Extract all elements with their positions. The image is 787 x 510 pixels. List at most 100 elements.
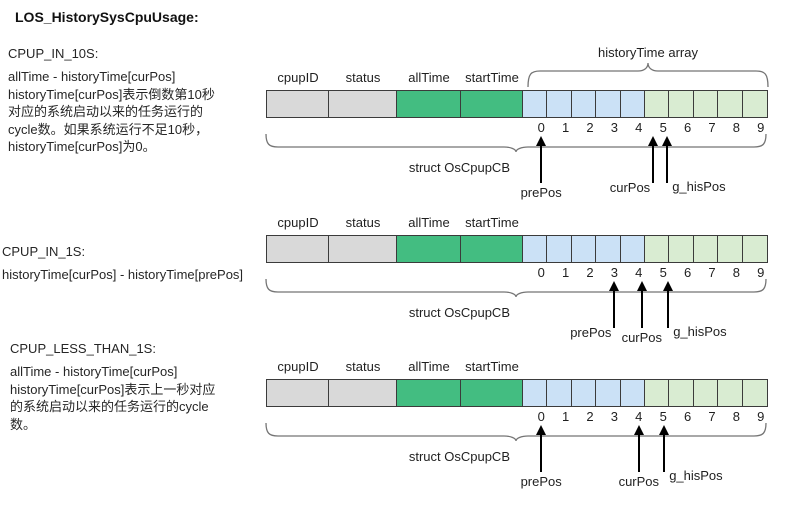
struct-brace <box>265 278 767 298</box>
struct-label: struct OsCpupCB <box>408 449 510 464</box>
array-cell-0 <box>523 91 548 117</box>
array-index-6: 6 <box>683 409 692 424</box>
struct-brace <box>265 133 767 153</box>
curPos-arrow-tail <box>652 145 655 183</box>
array-cell-5 <box>644 91 670 117</box>
g_hisPos-arrow-head <box>662 136 673 146</box>
g_hisPos-arrow-tail <box>666 145 669 183</box>
struct-bar <box>266 235 768 263</box>
curPos-arrow-tail <box>640 290 643 328</box>
array-index-1: 1 <box>561 120 570 135</box>
field-label-allTime: allTime <box>408 359 450 374</box>
array-cell-4 <box>620 236 645 262</box>
page-title: LOS_HistorySysCpuUsage: <box>15 9 199 25</box>
array-cell-1 <box>547 236 572 262</box>
description-line: allTime - historyTime[curPos] <box>10 364 178 379</box>
description-line: historyTime[curPos]表示上一秒对应 <box>10 381 216 397</box>
prePos-label: prePos <box>520 474 562 489</box>
array-cell-8 <box>718 91 743 117</box>
array-cell-6 <box>669 380 694 406</box>
section-heading: CPUP_LESS_THAN_1S: <box>10 341 156 356</box>
field-cell-allTime <box>397 380 461 406</box>
struct-bar <box>266 90 768 118</box>
curPos-arrow-head <box>636 281 647 291</box>
prePos-arrow-head <box>536 136 547 146</box>
curPos-label: curPos <box>609 180 651 195</box>
array-index-5: 5 <box>659 265 667 280</box>
array-cell-9 <box>742 380 767 406</box>
curPos-arrow-head <box>633 425 644 435</box>
array-index-3: 3 <box>610 120 618 135</box>
array-cell-2 <box>571 380 597 406</box>
array-index-5: 5 <box>659 120 667 135</box>
array-index-9: 9 <box>757 265 765 280</box>
struct-label: struct OsCpupCB <box>408 305 510 320</box>
array-index-1: 1 <box>561 265 570 280</box>
array-cell-6 <box>669 236 694 262</box>
array-index-7: 7 <box>708 409 716 424</box>
description-line: historyTime[curPos]表示倒数第10秒 <box>8 86 215 102</box>
field-label-startTime: startTime <box>465 359 519 374</box>
g_hisPos-arrow-tail <box>663 434 666 472</box>
field-label-status: status <box>345 70 381 85</box>
section-text-block-3: CPUP_LESS_THAN_1S: allTime - historyTime[… <box>10 341 215 433</box>
array-index-2: 2 <box>586 409 594 424</box>
array-index-4: 4 <box>635 265 643 280</box>
array-index-7: 7 <box>708 265 716 280</box>
field-cell-status <box>329 236 397 262</box>
field-label-cpupID: cpupID <box>277 215 319 230</box>
curPos-arrow-tail <box>637 434 640 472</box>
prePos-label: prePos <box>570 325 612 340</box>
description-line: allTime - historyTime[curPos] <box>8 69 176 84</box>
field-cell-allTime <box>397 91 461 117</box>
field-label-status: status <box>345 215 381 230</box>
description-line: historyTime[curPos] - historyTime[prePos… <box>2 267 244 282</box>
array-cell-7 <box>693 380 719 406</box>
prePos-arrow-tail <box>613 290 616 328</box>
array-index-2: 2 <box>586 120 594 135</box>
array-index-8: 8 <box>732 120 740 135</box>
array-cell-4 <box>620 380 645 406</box>
array-index-0: 0 <box>537 409 545 424</box>
array-cell-7 <box>693 91 719 117</box>
array-cell-8 <box>718 380 743 406</box>
section-text-block-2: CPUP_IN_1S: historyTime[curPos] - history… <box>2 244 243 284</box>
g_hisPos-arrow-head <box>659 425 670 435</box>
section-text-block-1: CPUP_IN_10S: allTime - historyTime[curPos… <box>8 46 215 156</box>
curPos-label: curPos <box>621 330 663 345</box>
array-index-6: 6 <box>683 120 692 135</box>
section-heading: CPUP_IN_10S: <box>8 46 99 61</box>
struct-label: struct OsCpupCB <box>408 160 510 175</box>
description-line: 数。 <box>10 416 37 432</box>
field-label-allTime: allTime <box>408 215 450 230</box>
array-index-5: 5 <box>659 409 667 424</box>
struct-bar <box>266 379 768 407</box>
field-cell-status <box>329 380 397 406</box>
array-cell-1 <box>547 91 572 117</box>
prePos-arrow-head <box>536 425 547 435</box>
array-cell-3 <box>596 380 621 406</box>
field-cell-startTime <box>461 91 523 117</box>
section-heading: CPUP_IN_1S: <box>2 244 86 259</box>
g_hisPos-label: g_hisPos <box>673 324 727 339</box>
g_hisPos-arrow-tail <box>667 290 670 328</box>
array-cell-5 <box>644 236 670 262</box>
array-cell-2 <box>571 91 597 117</box>
array-cell-0 <box>523 236 548 262</box>
field-cell-allTime <box>397 236 461 262</box>
struct-brace <box>265 422 767 442</box>
array-cell-7 <box>693 236 719 262</box>
array-index-4: 4 <box>635 409 643 424</box>
field-cell-startTime <box>461 380 523 406</box>
array-index-9: 9 <box>757 120 765 135</box>
field-label-status: status <box>345 359 381 374</box>
array-cell-2 <box>571 236 597 262</box>
field-cell-cpupID <box>267 236 329 262</box>
history-array-brace-label: historyTime array <box>598 45 698 60</box>
description-line: historyTime[curPos]为0。 <box>8 139 156 154</box>
array-cell-4 <box>620 91 645 117</box>
prePos-arrow-tail <box>540 434 543 472</box>
field-label-cpupID: cpupID <box>277 70 319 85</box>
field-label-cpupID: cpupID <box>277 359 319 374</box>
